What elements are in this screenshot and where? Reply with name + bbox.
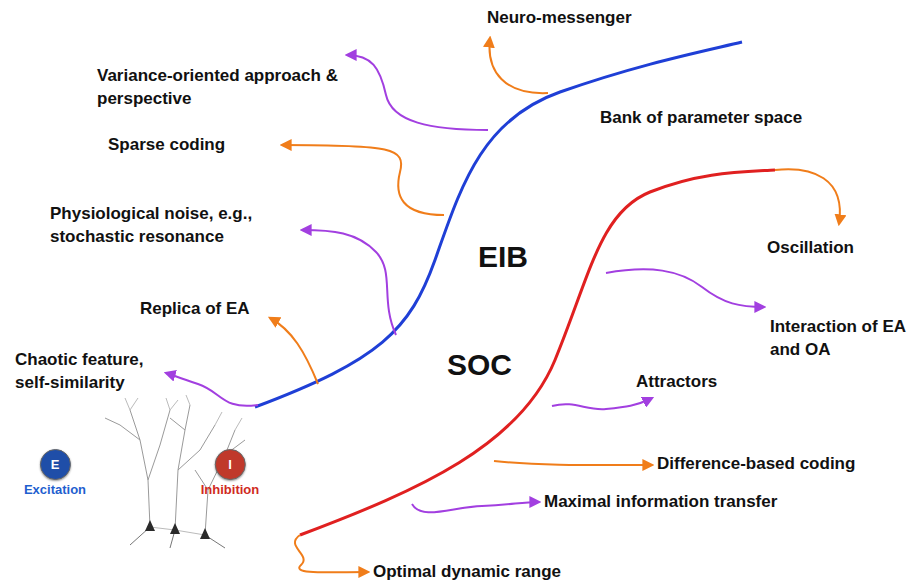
note-label: Interaction of EA and OA: [770, 315, 910, 361]
note-label: Oscillation: [767, 236, 854, 259]
note-label: Optimal dynamic range: [373, 560, 561, 583]
branch-arrows: [166, 38, 840, 572]
note-label: Bank of parameter space: [600, 106, 802, 129]
note-label: Neuro-messenger: [487, 6, 632, 29]
signal-caption: Excitation: [24, 482, 86, 498]
region-title: EIB: [478, 240, 528, 274]
note-label: Variance-oriented approach & perspective: [97, 64, 372, 110]
soc-curve: [300, 170, 775, 535]
note-label: Sparse coding: [108, 133, 225, 156]
region-title: SOC: [447, 348, 512, 382]
neuron-somas: [145, 520, 210, 539]
note-label: Maximal information transfer: [544, 490, 777, 513]
signal-caption: Inhibition: [201, 482, 259, 498]
note-label: Physiological noise, e.g., stochastic re…: [50, 202, 305, 248]
signal-circle: E: [40, 449, 71, 480]
note-label: Attractors: [636, 370, 717, 393]
eib-curve: [255, 42, 742, 407]
note-label: Replica of EA: [140, 297, 250, 320]
note-label: Chaotic feature, self-similarity: [15, 348, 165, 394]
neuron-illustration: [105, 395, 245, 548]
signal-circle: I: [214, 449, 245, 480]
note-label: Difference-based coding: [657, 452, 855, 475]
signal-node: I Inhibition: [201, 449, 259, 498]
signal-node: E Excitation: [24, 449, 86, 498]
